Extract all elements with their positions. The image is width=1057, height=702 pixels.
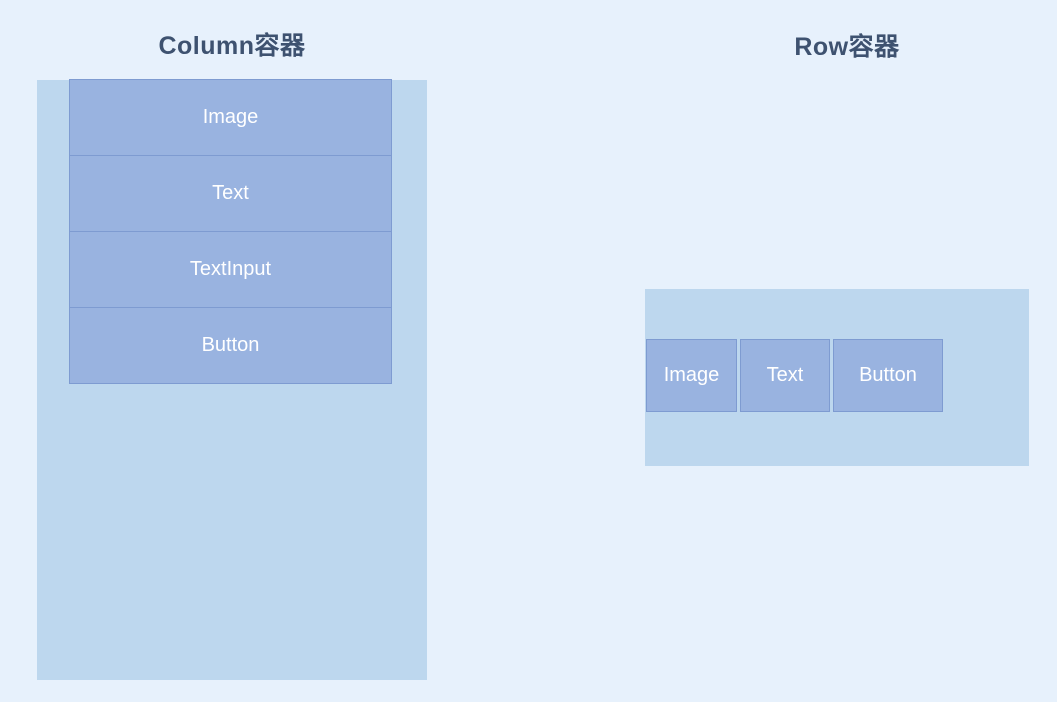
row-child-button: Button bbox=[833, 339, 943, 412]
column-child-button: Button bbox=[70, 308, 391, 383]
row-container: Image Text Button bbox=[645, 289, 1029, 466]
row-child-text: Text bbox=[740, 339, 830, 412]
row-section-title: Row容器 bbox=[794, 33, 900, 61]
column-child-textinput: TextInput bbox=[70, 232, 391, 308]
row-child-image: Image bbox=[646, 339, 737, 412]
column-children-stack: Image Text TextInput Button bbox=[69, 79, 392, 384]
row-children-strip: Image Text Button bbox=[646, 339, 943, 412]
column-child-text: Text bbox=[70, 156, 391, 232]
column-container: Image Text TextInput Button bbox=[37, 79, 427, 680]
column-section-title: Column容器 bbox=[158, 32, 306, 60]
column-child-image: Image bbox=[70, 80, 391, 156]
